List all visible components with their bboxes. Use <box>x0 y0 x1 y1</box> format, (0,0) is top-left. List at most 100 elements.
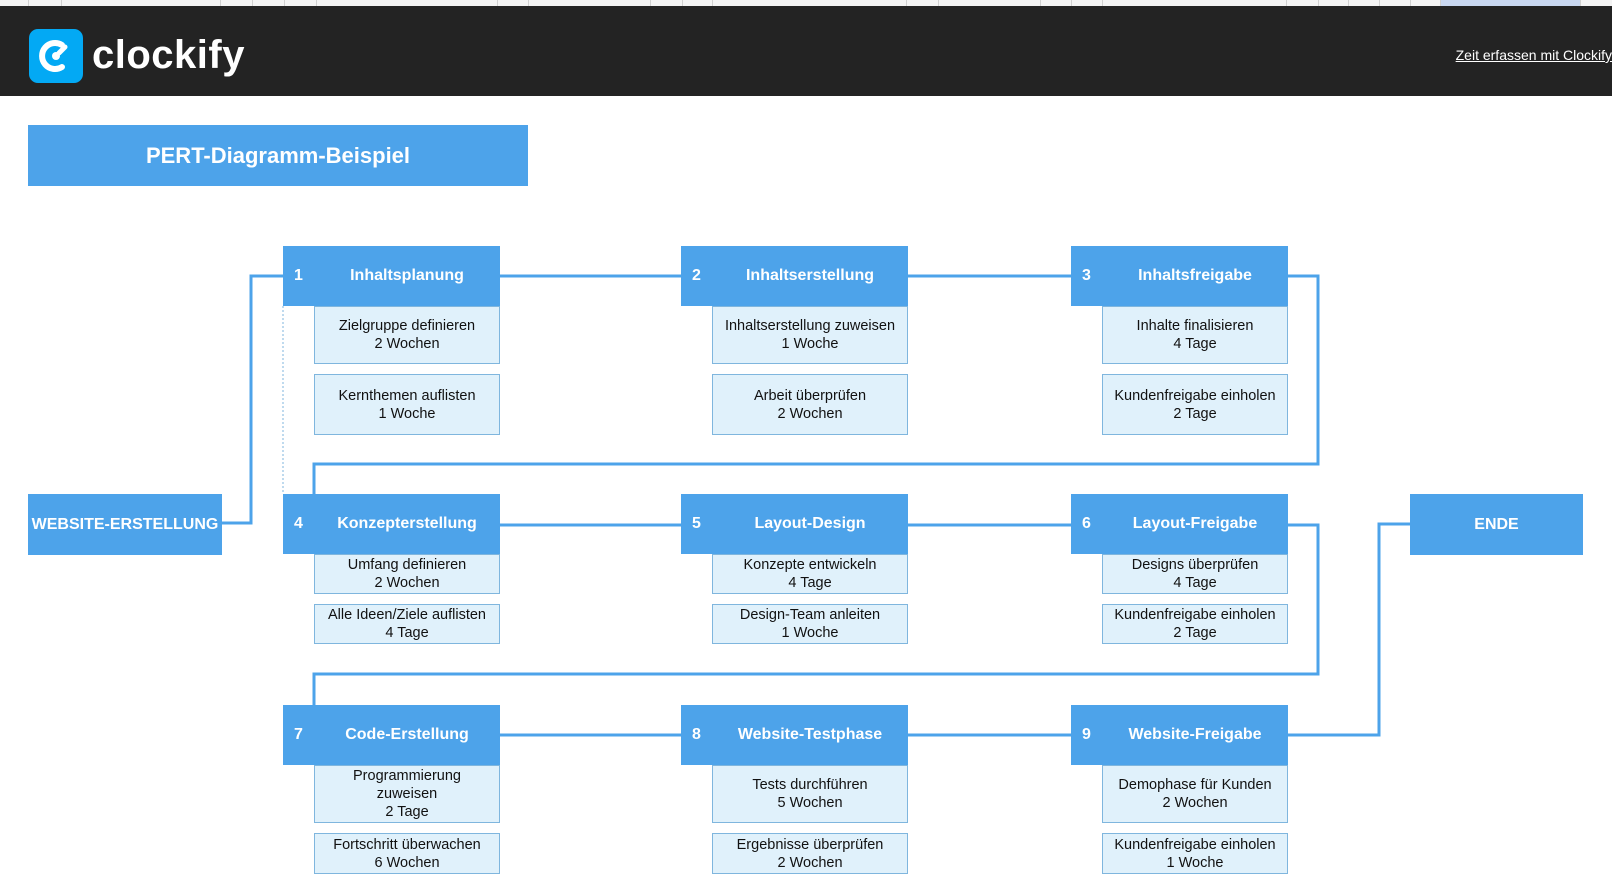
task-duration: 1 Woche <box>781 625 839 641</box>
column-divider <box>252 0 253 6</box>
column-divider <box>497 0 498 6</box>
node-title: Website-Freigabe <box>1102 705 1288 765</box>
connector-6-to-7 <box>312 523 1320 705</box>
task-duration: 1 Woche <box>378 405 436 422</box>
node-title: Code-Erstellung <box>314 705 500 765</box>
column-divider <box>1348 0 1349 6</box>
task-box: Tests durchführen 5 Wochen <box>712 765 908 823</box>
header-bar: clockify Zeit erfassen mit Clockify <box>0 6 1612 96</box>
clockify-logo-icon <box>29 29 83 83</box>
task-name: Fortschritt überwachen <box>333 836 481 853</box>
selected-column-highlight <box>1440 0 1580 6</box>
task-duration: 2 Wochen <box>1162 795 1228 811</box>
node-number: 5 <box>681 494 712 554</box>
task-duration: 2 Wochen <box>374 575 440 591</box>
column-divider <box>284 0 285 6</box>
task-box: Design-Team anleiten 1 Woche <box>712 604 908 644</box>
node-number: 3 <box>1071 246 1102 306</box>
task-name: Ergebnisse überprüfen <box>736 836 884 853</box>
task-name: Kernthemen auflisten <box>338 387 476 404</box>
task-box: Konzepte entwickeln 4 Tage <box>712 554 908 594</box>
task-name: Programmierung zuweisen <box>353 768 461 802</box>
task-duration: 5 Wochen <box>777 795 843 811</box>
task-duration: 2 Tage <box>385 804 429 820</box>
task-name: Alle Ideen/Ziele auflisten <box>328 607 486 623</box>
column-divider <box>61 0 62 6</box>
task-name: Tests durchführen <box>752 777 868 793</box>
start-node: WEBSITE-ERSTELLUNG <box>28 494 222 555</box>
task-name: Arbeit überprüfen <box>753 387 867 404</box>
node-title: Konzepterstellung <box>314 494 500 554</box>
end-node: ENDE <box>1410 494 1583 555</box>
task-name: Umfang definieren <box>347 557 467 573</box>
node-number: 1 <box>283 246 314 306</box>
task-duration: 2 Wochen <box>777 405 843 422</box>
task-duration: 2 Tage <box>1173 405 1217 422</box>
column-divider <box>1379 0 1380 6</box>
column-divider <box>1440 0 1441 6</box>
column-divider <box>316 0 317 6</box>
column-divider <box>1286 0 1287 6</box>
connector-3-to-4 <box>312 274 1320 494</box>
task-box: Zielgruppe definieren 2 Wochen <box>314 306 500 364</box>
task-name: Inhalte finalisieren <box>1136 318 1254 334</box>
task-duration: 2 Wochen <box>777 854 843 871</box>
column-divider <box>1580 0 1581 6</box>
task-duration: 2 Wochen <box>374 336 440 352</box>
node-title: Layout-Freigabe <box>1102 494 1288 554</box>
column-divider <box>650 0 651 6</box>
track-time-link[interactable]: Zeit erfassen mit Clockify <box>1455 47 1612 63</box>
task-duration: 4 Tage <box>788 575 832 591</box>
task-box: Programmierung zuweisen 2 Tage <box>314 765 500 823</box>
node-number: 2 <box>681 246 712 306</box>
task-box: Inhaltserstellung zuweisen 1 Woche <box>712 306 908 364</box>
task-duration: 1 Woche <box>781 336 839 352</box>
column-divider <box>682 0 683 6</box>
node-number: 8 <box>681 705 712 765</box>
column-divider <box>1410 0 1411 6</box>
task-box: Alle Ideen/Ziele auflisten 4 Tage <box>314 604 500 644</box>
task-box: Umfang definieren 2 Wochen <box>314 554 500 594</box>
column-divider <box>906 0 907 6</box>
task-box: Demophase für Kunden 2 Wochen <box>1102 765 1288 823</box>
diagram-title: PERT-Diagramm-Beispiel <box>28 125 528 186</box>
task-name: Demophase für Kunden <box>1118 777 1272 793</box>
task-duration: 2 Tage <box>1173 625 1217 641</box>
task-name: Zielgruppe definieren <box>338 318 476 334</box>
node-title: Inhaltsfreigabe <box>1102 246 1288 306</box>
column-divider <box>220 0 221 6</box>
task-name: Inhaltserstellung zuweisen <box>724 318 896 334</box>
task-duration: 4 Tage <box>385 625 429 641</box>
column-divider <box>712 0 713 6</box>
task-duration: 6 Wochen <box>374 854 440 871</box>
node-number: 4 <box>283 494 314 554</box>
task-name: Designs überprüfen <box>1131 557 1259 573</box>
task-name: Kundenfreigabe einholen <box>1114 387 1276 404</box>
spreadsheet-column-strip <box>0 0 1612 6</box>
column-divider <box>528 0 529 6</box>
node-number: 7 <box>283 705 314 765</box>
brand-name: clockify <box>92 33 245 77</box>
node-title: Inhaltsplanung <box>314 246 500 306</box>
task-name: Konzepte entwickeln <box>743 557 877 573</box>
task-name: Design-Team anleiten <box>739 607 881 623</box>
column-divider <box>1318 0 1319 6</box>
column-divider <box>28 0 29 6</box>
task-duration: 4 Tage <box>1173 336 1217 352</box>
column-divider <box>1040 0 1041 6</box>
connector-9-to-end <box>1286 522 1410 737</box>
node-title: Layout-Design <box>712 494 908 554</box>
task-duration: 1 Woche <box>1166 854 1224 871</box>
node-title: Website-Testphase <box>712 705 908 765</box>
column-divider <box>1071 0 1072 6</box>
connector-start-to-1 <box>222 274 283 525</box>
column-divider <box>938 0 939 6</box>
